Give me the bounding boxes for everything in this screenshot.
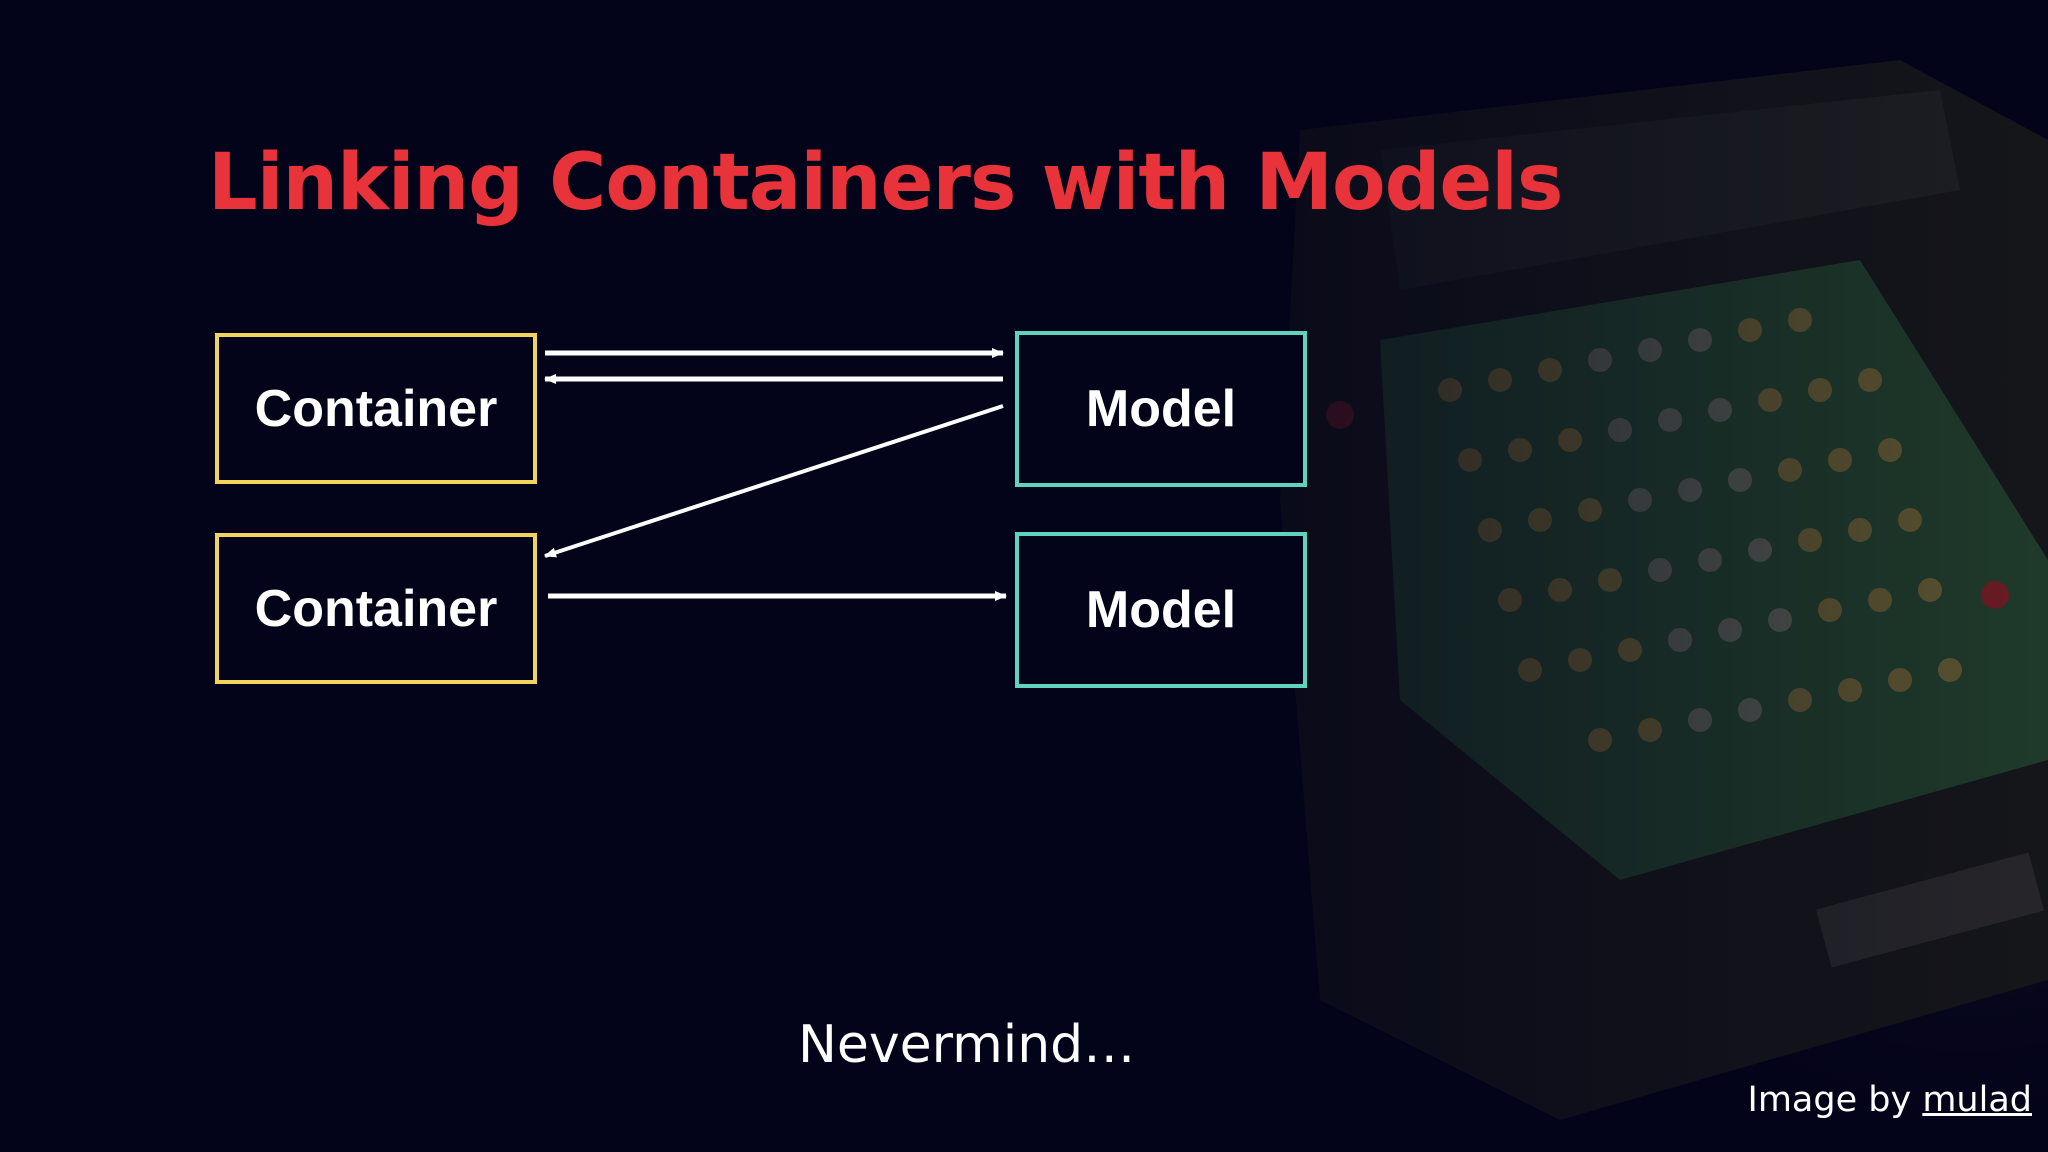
model-label-2: Model xyxy=(1085,581,1237,639)
model-box-1: Model xyxy=(1015,331,1307,487)
container-box-2: Container xyxy=(215,533,537,684)
container-box-1: Container xyxy=(215,333,537,484)
credit-prefix: Image by xyxy=(1747,1080,1912,1120)
model-label-1: Model xyxy=(1085,380,1237,438)
image-credit: Image by mulad xyxy=(1748,1080,2032,1120)
slide-title: Linking Containers with Models xyxy=(208,138,1563,228)
container-label-1: Container xyxy=(254,379,498,438)
slide-subtitle: Nevermind… xyxy=(798,1015,1136,1075)
container-label-2: Container xyxy=(254,579,498,638)
model-box-2: Model xyxy=(1015,532,1307,688)
credit-link[interactable]: mulad xyxy=(1922,1080,2032,1120)
